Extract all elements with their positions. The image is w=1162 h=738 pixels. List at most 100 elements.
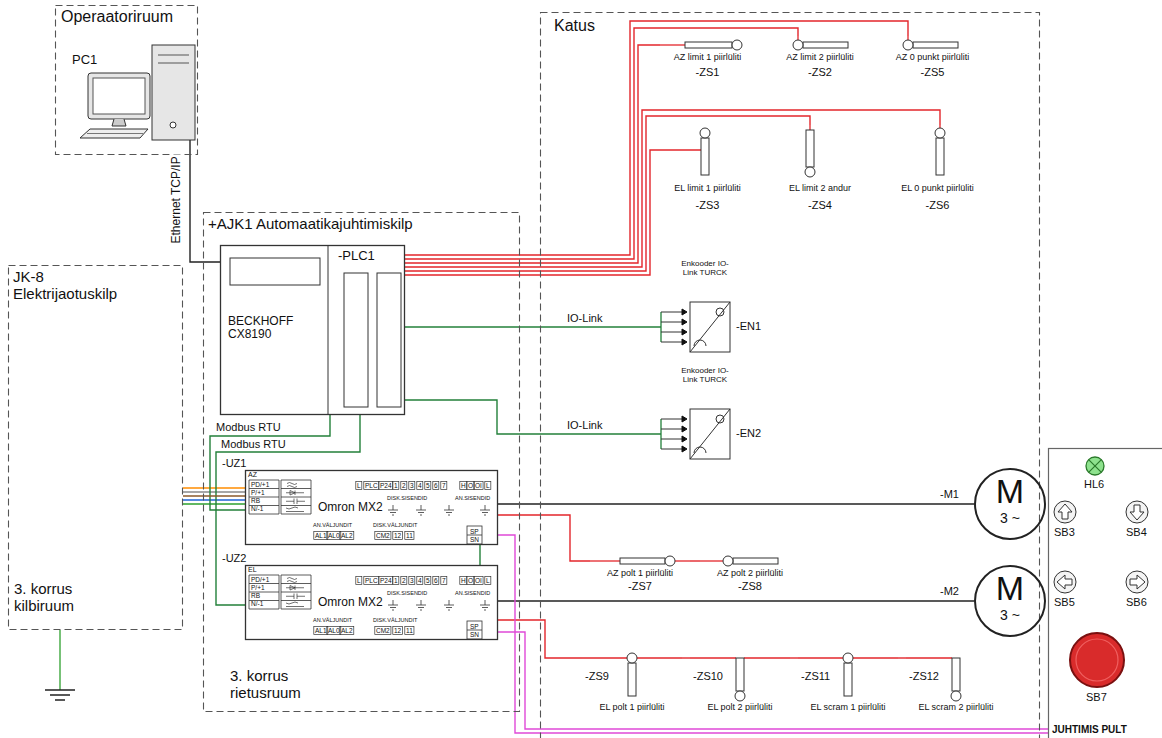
terminal-label: 12 xyxy=(394,532,401,539)
function-symbols xyxy=(286,483,305,512)
terminal-box xyxy=(375,532,391,540)
terminal-label: PD/+1 xyxy=(251,576,269,583)
io-link-encoder: Enkooder IO-Link TURCK-EN1 xyxy=(660,258,770,362)
terminal-label: RB xyxy=(251,592,260,599)
terminal-label: PD/+1 xyxy=(251,481,269,488)
io-slot xyxy=(377,273,401,407)
terminal-box xyxy=(474,482,483,490)
node-title: AZ limit 1 piirlüliti xyxy=(660,52,755,62)
node-title: JK-8 Elektrijaotuskilp xyxy=(13,269,143,303)
wire-connector xyxy=(682,657,690,658)
node-text: -ZS5 xyxy=(880,66,985,78)
ground-symbol xyxy=(444,505,454,515)
limit-switch: -ZS11EL scram 1 piirlüliti xyxy=(798,648,898,716)
switch-wire xyxy=(637,657,682,658)
terminal-box xyxy=(393,577,399,585)
node-text: -ZS3 xyxy=(655,199,760,211)
switch-wire xyxy=(906,657,952,658)
switch-body xyxy=(620,558,665,564)
switch-roller xyxy=(903,40,913,50)
node-text: EL xyxy=(248,566,257,574)
encoder-wire xyxy=(661,322,682,323)
terminal-box xyxy=(467,482,474,490)
encoder-wire xyxy=(661,312,682,313)
wire-connector xyxy=(405,28,798,259)
terminal-box xyxy=(401,577,407,585)
terminal-label: SP xyxy=(470,623,479,630)
terminal-box xyxy=(485,482,491,490)
node-text: -ZS1 xyxy=(660,66,755,78)
terminal-label: H xyxy=(461,482,466,489)
wire-connector xyxy=(898,657,906,658)
node-title: -UZ2 xyxy=(222,552,246,564)
terminal-box xyxy=(460,577,467,585)
arrow-down-icon xyxy=(1130,505,1144,520)
terminal-box xyxy=(314,627,328,635)
wire-connector xyxy=(790,657,798,658)
terminal-label: DISK.VÄLJUNDIT xyxy=(373,522,417,528)
node-text: 3 ~ xyxy=(974,608,1046,624)
terminal-box xyxy=(364,577,379,585)
wire-connector xyxy=(405,110,940,267)
switch-body xyxy=(844,663,852,696)
function-symbols xyxy=(286,578,305,607)
terminal-label: 11 xyxy=(406,627,413,634)
node-text: 3. korrus rietusruum xyxy=(230,668,330,702)
terminal-label: 4 xyxy=(418,577,422,584)
ground-symbol xyxy=(388,505,398,515)
keyboard-keys xyxy=(87,133,143,134)
switch-roller xyxy=(700,128,710,138)
encoder-body xyxy=(690,302,730,352)
terminal-label: 6 xyxy=(434,577,438,584)
node-title: M xyxy=(974,472,1046,510)
node-title: -ZS11 xyxy=(801,670,830,682)
switch-body xyxy=(736,658,744,691)
motor-circle xyxy=(975,469,1045,539)
area-boundary: JK-8 Elektrijaotuskilp3. korrus kilbiruu… xyxy=(8,265,183,630)
sp-sn-terminal xyxy=(467,621,482,639)
encoder-mark xyxy=(716,308,724,316)
terminal-box xyxy=(409,577,415,585)
operator-pc: PC1 xyxy=(68,45,195,140)
wire-connector xyxy=(498,600,974,601)
encoder-wire xyxy=(661,439,682,440)
terminal-label: P/+1 xyxy=(251,584,265,591)
terminal-box xyxy=(409,482,415,490)
node-text: EL scram 2 piirlüliti xyxy=(906,702,1006,712)
node-title: Katus xyxy=(554,17,595,35)
wire-connector xyxy=(498,632,1048,729)
switch-wire xyxy=(582,657,627,658)
terminal-label: P/+1 xyxy=(251,489,265,496)
inverter-housing xyxy=(246,471,498,545)
limit-switch: AZ limit 2 piirlüliti-ZS2 xyxy=(770,36,870,84)
switch-roller xyxy=(735,691,745,701)
terminal-label: L xyxy=(357,577,361,584)
limit-switch: EL limit 2 andur-ZS4 xyxy=(770,125,870,218)
earth-wire xyxy=(183,503,245,504)
node-title: +AJK1 Automaatikajuhtimiskilp xyxy=(208,216,413,233)
connector-pin xyxy=(682,319,687,325)
panel-label: SB5 xyxy=(1054,596,1075,608)
limit-switch: EL 0 punkt piirlüliti-ZS6 xyxy=(880,125,995,218)
switch-roller xyxy=(627,653,637,663)
node-title: PC1 xyxy=(72,53,97,68)
node-title: -UZ1 xyxy=(222,457,246,469)
wire-connector xyxy=(405,21,908,255)
terminal-box xyxy=(379,577,393,585)
terminal-label: 11 xyxy=(406,532,413,539)
function-grid xyxy=(281,575,311,609)
node-text: BECKHOFF CX8190 xyxy=(228,315,308,342)
terminal-boxes xyxy=(314,482,491,635)
wire-label: Ethernet TCP/IP xyxy=(169,154,183,245)
power-wire xyxy=(183,487,245,488)
node-text: Omron MX2 xyxy=(318,596,383,609)
switch-body xyxy=(806,130,814,167)
terminal-box xyxy=(356,482,362,490)
ground-symbol xyxy=(416,600,426,610)
area-boundary: OperaatoriruumPC1 xyxy=(55,5,198,155)
node-text: -ZS8 xyxy=(700,580,800,592)
monitor xyxy=(88,73,150,119)
encoder-body xyxy=(690,409,730,459)
switch-wire xyxy=(907,36,908,40)
node-title: M xyxy=(974,569,1046,607)
